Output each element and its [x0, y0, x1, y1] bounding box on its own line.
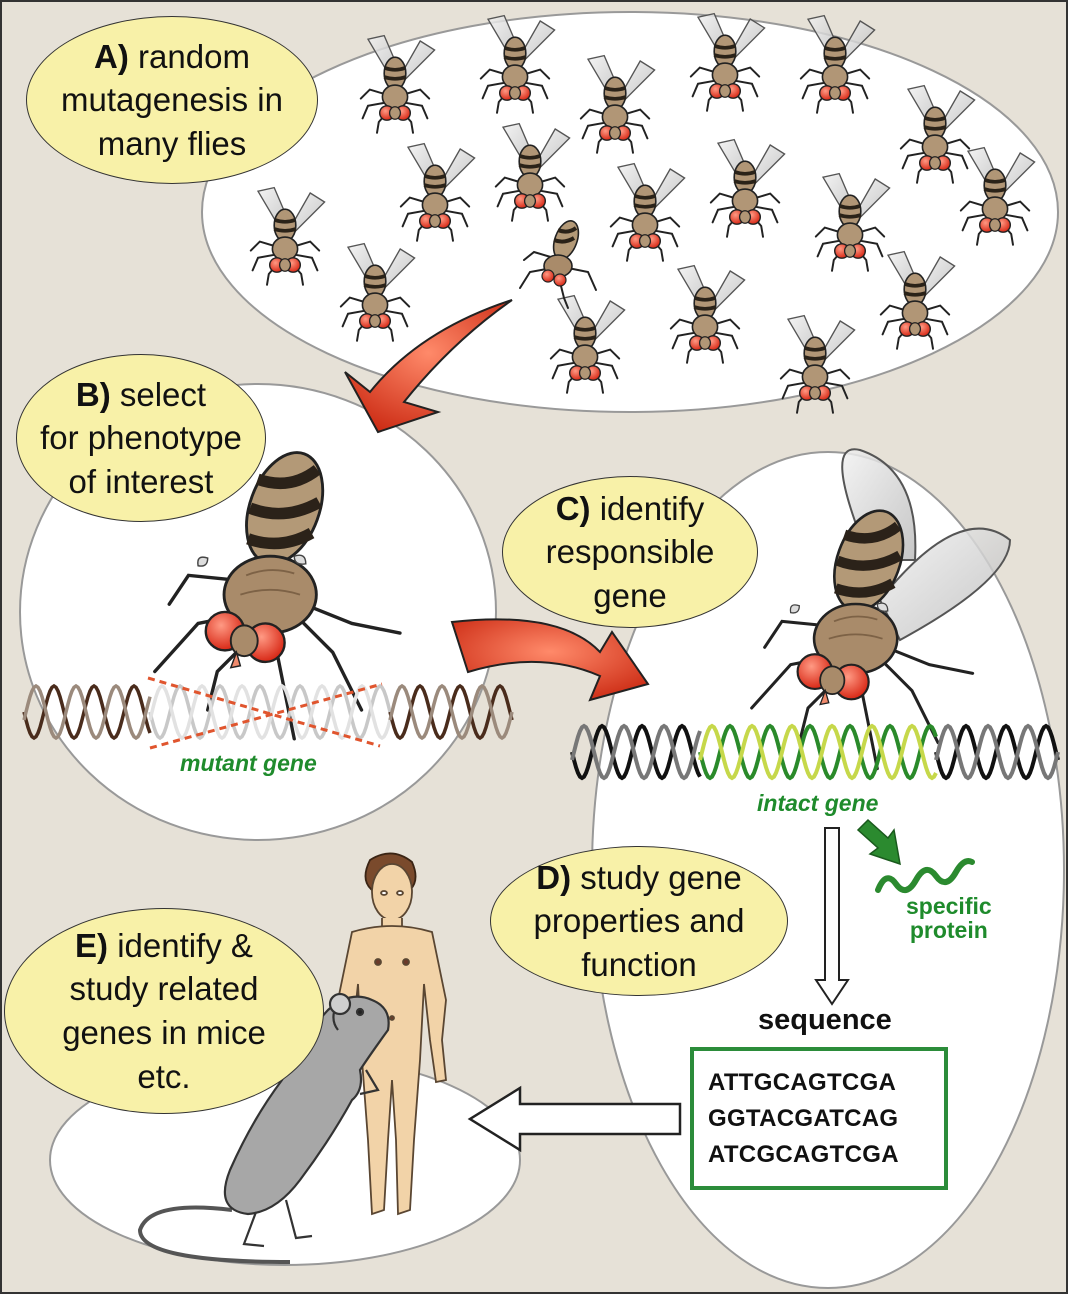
- step-letter: E): [75, 926, 109, 964]
- step-c-bubble: C) identify responsible gene: [502, 476, 758, 628]
- step-letter: D): [536, 858, 572, 896]
- sequence-line: ATCGCAGTCGA: [708, 1140, 899, 1168]
- step-text: gene: [593, 576, 667, 614]
- sequence-line: ATTGCAGTCGA: [708, 1068, 897, 1096]
- step-text: identify: [599, 489, 705, 527]
- step-text: identify &: [117, 926, 253, 964]
- sequence-box: ATTGCAGTCGA GGTACGATCAG ATCGCAGTCGA: [690, 1047, 948, 1190]
- fly-population: [249, 11, 1037, 415]
- step-text: many flies: [97, 124, 247, 162]
- step-text: study gene: [580, 858, 742, 896]
- protein-label: specific protein: [906, 894, 992, 942]
- mouse-icon: [137, 992, 390, 1264]
- mutant-dna: [22, 683, 514, 741]
- step-text: properties and: [533, 902, 745, 940]
- identified-fly-icon: [752, 448, 1012, 768]
- step-text: random: [138, 37, 250, 75]
- step-text: for phenotype: [40, 419, 242, 457]
- step-text: genes in mice: [62, 1014, 266, 1051]
- protein-squiggle-icon: [875, 858, 975, 893]
- ellipse-population: [201, 11, 1059, 413]
- step-text: mutagenesis in: [61, 81, 283, 119]
- protein-label-line2: protein: [909, 917, 988, 944]
- step-letter: A): [94, 37, 129, 75]
- sequence-line: GGTACGATCAG: [708, 1104, 899, 1132]
- step-text: study related: [69, 970, 259, 1008]
- protein-label-line1: specific: [906, 893, 992, 919]
- green-arrow-to-protein: [856, 818, 901, 866]
- step-text: function: [581, 945, 697, 983]
- step-b-bubble: B) select for phenotype of interest: [16, 354, 266, 522]
- mutant-cross-icon: [147, 676, 383, 750]
- mutant-gene-label: mutant gene: [180, 750, 317, 776]
- red-arrow-to-select: [344, 299, 513, 434]
- step-e-bubble: E) identify & study related genes in mic…: [4, 908, 324, 1114]
- step-text: etc.: [137, 1057, 191, 1095]
- intact-dna: [570, 723, 1060, 781]
- step-text: of interest: [68, 462, 214, 500]
- intact-gene-label: intact gene: [757, 790, 879, 816]
- step-d-bubble: D) study gene properties and function: [490, 846, 788, 996]
- step-a-bubble: A) random mutagenesis in many flies: [26, 16, 318, 184]
- down-arrow-to-sequence: [814, 827, 850, 1006]
- step-text: select: [119, 375, 207, 413]
- red-arrow-to-identify: [450, 618, 650, 702]
- step-letter: C): [555, 489, 591, 527]
- step-letter: B): [75, 375, 111, 413]
- sequence-label: sequence: [758, 1004, 892, 1036]
- left-arrow-to-related-genes: [467, 1085, 682, 1153]
- step-text: responsible: [545, 533, 715, 571]
